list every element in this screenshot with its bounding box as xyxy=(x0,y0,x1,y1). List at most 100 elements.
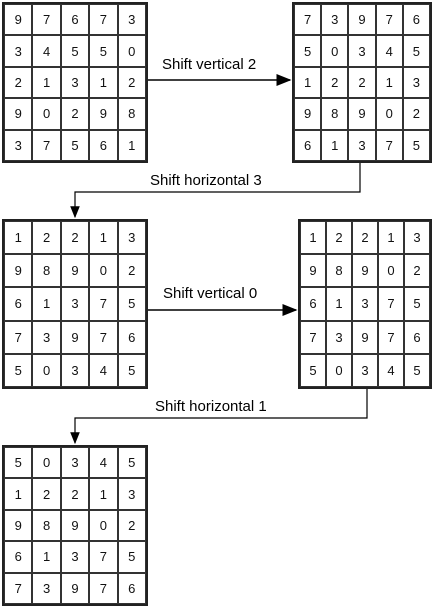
grid-cell: 2 xyxy=(326,221,352,255)
grid-cell: 7 xyxy=(32,4,61,36)
grid-cell: 3 xyxy=(60,541,90,573)
grid-cell: 9 xyxy=(60,509,90,542)
grid-cell: 1 xyxy=(294,66,322,99)
grid-cell: 4 xyxy=(89,353,118,387)
grid-cell: 9 xyxy=(348,98,376,130)
grid-cell: 2 xyxy=(60,98,90,130)
grid-cell: 5 xyxy=(89,35,118,67)
grid-cell: 3 xyxy=(402,66,430,99)
grid-cell: 5 xyxy=(4,447,33,479)
grid-cell: 6 xyxy=(4,541,33,573)
label-shift-vertical-2: Shift vertical 2 xyxy=(162,56,257,73)
grid-cell: 7 xyxy=(89,572,118,604)
grid-cell: 8 xyxy=(117,98,146,130)
grid-cell: 2 xyxy=(321,66,349,99)
arrow-horizontal-3 xyxy=(70,163,361,219)
grid-cell: 5 xyxy=(404,353,430,387)
grid-cell: 0 xyxy=(378,254,404,288)
grid-cell: 2 xyxy=(352,221,378,255)
grid-cell: 5 xyxy=(294,35,322,67)
grid-cell: 8 xyxy=(321,98,349,130)
grid-cell: 1 xyxy=(4,478,33,510)
grid-cell: 4 xyxy=(378,353,404,387)
grid-cell: 9 xyxy=(294,98,322,130)
label-shift-vertical-0: Shift vertical 0 xyxy=(163,285,258,302)
grid-cell: 1 xyxy=(32,287,61,321)
grid-cell: 9 xyxy=(300,254,326,288)
grid-cell: 5 xyxy=(60,35,90,67)
grid-cell: 9 xyxy=(4,4,33,36)
grid-cell: 5 xyxy=(117,447,146,479)
grid-cell: 9 xyxy=(4,254,33,288)
grid-cell: 2 xyxy=(60,221,90,255)
grid-cell: 6 xyxy=(89,129,118,161)
grid-cell: 9 xyxy=(352,320,378,354)
grid-cell: 9 xyxy=(4,509,33,542)
grid-cell: 4 xyxy=(89,447,118,479)
grid-cell: 3 xyxy=(60,66,90,99)
grid-cell: 1 xyxy=(300,221,326,255)
grid-cell: 5 xyxy=(117,541,146,573)
label-shift-horizontal-1: Shift horizontal 1 xyxy=(155,398,267,415)
grid-cell: 3 xyxy=(117,4,146,36)
grid-cell: 5 xyxy=(402,129,430,161)
grid-cell: 0 xyxy=(32,98,61,130)
grid-cell: 2 xyxy=(402,98,430,130)
grid-cell: 0 xyxy=(32,353,61,387)
grid-cell: 3 xyxy=(326,320,352,354)
grid-cell: 5 xyxy=(117,287,146,321)
grid-cell: 1 xyxy=(4,221,33,255)
grid-cell: 2 xyxy=(4,66,33,99)
grid-cell: 7 xyxy=(32,129,61,161)
grid-cell: 0 xyxy=(117,35,146,67)
grid-cell: 0 xyxy=(321,35,349,67)
grid-cell: 5 xyxy=(4,353,33,387)
grid-cell: 6 xyxy=(294,129,322,161)
grid-cell: 4 xyxy=(32,35,61,67)
grid-cell: 1 xyxy=(117,129,146,161)
grid-cell: 7 xyxy=(89,287,118,321)
grid-cell: 2 xyxy=(32,478,61,510)
grid-cell: 6 xyxy=(4,287,33,321)
grid-cell: 5 xyxy=(402,35,430,67)
grid-cell: 3 xyxy=(404,221,430,255)
grid-cell: 3 xyxy=(348,129,376,161)
grid-cell: 7 xyxy=(89,320,118,354)
grid-cell: 2 xyxy=(117,254,146,288)
grid-cell: 2 xyxy=(117,66,146,99)
grid-cell: 0 xyxy=(89,254,118,288)
grid-cell: 3 xyxy=(352,353,378,387)
grid-cell: 7 xyxy=(4,320,33,354)
grid-cell: 1 xyxy=(89,221,118,255)
grid-cell: 1 xyxy=(321,129,349,161)
grid-cell: 1 xyxy=(89,66,118,99)
grid-cell: 3 xyxy=(4,35,33,67)
grid-cell: 7 xyxy=(4,572,33,604)
grid-cell: 5 xyxy=(404,287,430,321)
grid-cell: 4 xyxy=(375,35,403,67)
grid-cell: 1 xyxy=(32,541,61,573)
grid-cell: 2 xyxy=(32,221,61,255)
grid-cell: 6 xyxy=(117,320,146,354)
grid-cell: 1 xyxy=(32,66,61,99)
grid-cell: 3 xyxy=(32,572,61,604)
grid-cell: 3 xyxy=(348,35,376,67)
grid-cell: 5 xyxy=(300,353,326,387)
grid-cell: 3 xyxy=(60,353,90,387)
grid-cell: 9 xyxy=(348,4,376,36)
grid-cell: 2 xyxy=(348,66,376,99)
grid-cell: 5 xyxy=(60,129,90,161)
grid-cell: 7 xyxy=(375,129,403,161)
grid-cell: 7 xyxy=(89,4,118,36)
grid-cell: 9 xyxy=(352,254,378,288)
grid-cell: 2 xyxy=(117,509,146,542)
grid-cell: 9 xyxy=(60,320,90,354)
grid-cell: 8 xyxy=(32,509,61,542)
grid-cell: 6 xyxy=(117,572,146,604)
grid-cell: 7 xyxy=(294,4,322,36)
grid-cell: 3 xyxy=(32,320,61,354)
